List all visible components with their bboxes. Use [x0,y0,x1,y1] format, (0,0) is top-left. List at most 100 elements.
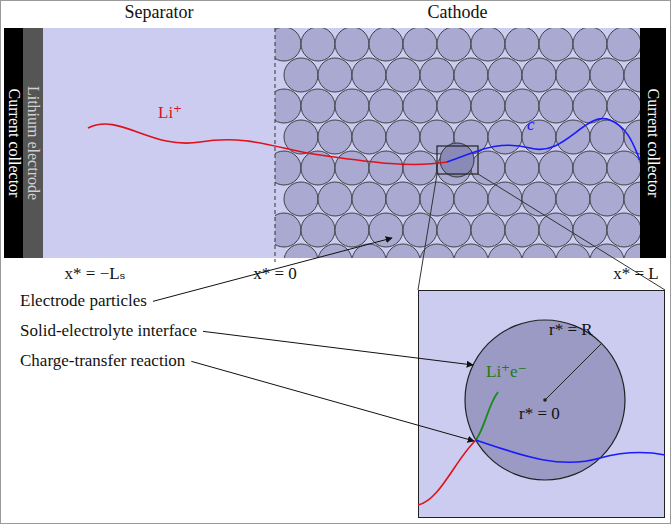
electrode-particle [335,89,369,123]
bar-label: Current collector [5,89,23,198]
electrode-particle [275,151,301,185]
electrode-particle [403,28,437,61]
cathode-region: Cathode [275,28,640,258]
current-collector: Current collector [640,28,666,258]
electrode-particle [275,89,301,123]
electrode-particle [454,120,488,154]
callout-label: Charge-transfer reaction [20,352,185,371]
leader-arrow [191,361,474,441]
callout-label: Solid-electrolyte interface [20,322,197,341]
electrode-particle [318,58,352,92]
electrode-particle [437,151,471,185]
electrode-particle [590,244,624,258]
electrode-particle [352,244,386,258]
electrode-particle [437,28,471,61]
electrode-particle [275,28,301,61]
electrode-particle [556,58,590,92]
electrode-particle [471,28,505,61]
leader-arrow [203,331,473,365]
electrode-particle [607,89,640,123]
electrode-particle [437,89,471,123]
electrode-particle [539,151,573,185]
electrode-particle [624,244,640,258]
inset-li-curve [418,440,476,505]
electrode-particle [386,182,420,216]
electrode-particle [284,244,318,258]
separator-region: Separator [43,28,275,258]
electrode-particle [420,244,454,258]
electrode-particle [454,58,488,92]
electrode-particle [369,213,403,247]
region-heading: Separator [125,3,194,23]
electrode-particle [420,120,454,154]
electrode-particle [573,89,607,123]
electrode-particle [301,213,335,247]
electrode-particle [624,58,640,92]
radius-label: r* = R [549,321,593,340]
electrode-particle [471,89,505,123]
electrode-particle [437,213,471,247]
electrode-particle [471,151,505,185]
electrode-particle [386,244,420,258]
electrode-particle [318,182,352,216]
concentration-label: c [527,116,535,135]
electrode-particle [624,120,640,154]
zoom-box [437,146,478,174]
electrode-particle [556,182,590,216]
electrode-particle [607,213,640,247]
electrode-particle [284,58,318,92]
interface-line [275,28,276,262]
electrode-particle [352,120,386,154]
electrode-particle [403,213,437,247]
electrode-particle [522,58,556,92]
electrode-particle [607,151,640,185]
electrode-particle [488,58,522,92]
electrode-particle [590,58,624,92]
solid-concentration-curve [447,119,640,162]
particle-circle [465,320,625,480]
callout-label: Electrode particles [20,292,147,311]
electrode-particle [301,89,335,123]
center-dot [543,398,547,402]
position-label: x* = L [613,265,658,284]
position-label: x* = −Lₛ [65,265,126,284]
inset-reaction-curve [476,392,498,440]
electrode-particle [369,28,403,61]
electrode-particle [488,120,522,154]
electrode-particle [471,213,505,247]
electrode-particle [284,120,318,154]
electrode-particle [420,182,454,216]
electrode-particle [522,244,556,258]
electrode-particle [488,182,522,216]
electrode-particle [335,213,369,247]
center-label: r* = 0 [519,405,560,424]
selected-particle [440,143,474,177]
bar-label: Current collector [644,89,662,198]
electrode-particle [301,28,335,61]
zoom-line [418,174,437,290]
particle-grid [275,28,640,258]
zoom-line [478,174,665,290]
region-heading: Cathode [428,3,488,23]
electrode-particle [284,182,318,216]
electrode-particle [386,120,420,154]
electrode-particle [573,213,607,247]
reaction-label: Li⁺e⁻ [486,363,527,382]
electrode-particle [454,182,488,216]
electrode-particle [573,151,607,185]
leader-lines [153,238,474,441]
electrode-particle [488,244,522,258]
electrode-particle [522,182,556,216]
electrode-particle [369,89,403,123]
electrode-particle [505,28,539,61]
electrode-particle [318,120,352,154]
electrode-particle [590,182,624,216]
inset-art [418,320,665,505]
electrode-particle [539,89,573,123]
li-concentration-curve [88,124,447,164]
ion-label: Li⁺ [158,104,182,123]
electrode-particle [590,120,624,154]
electrode-particle [607,28,640,61]
